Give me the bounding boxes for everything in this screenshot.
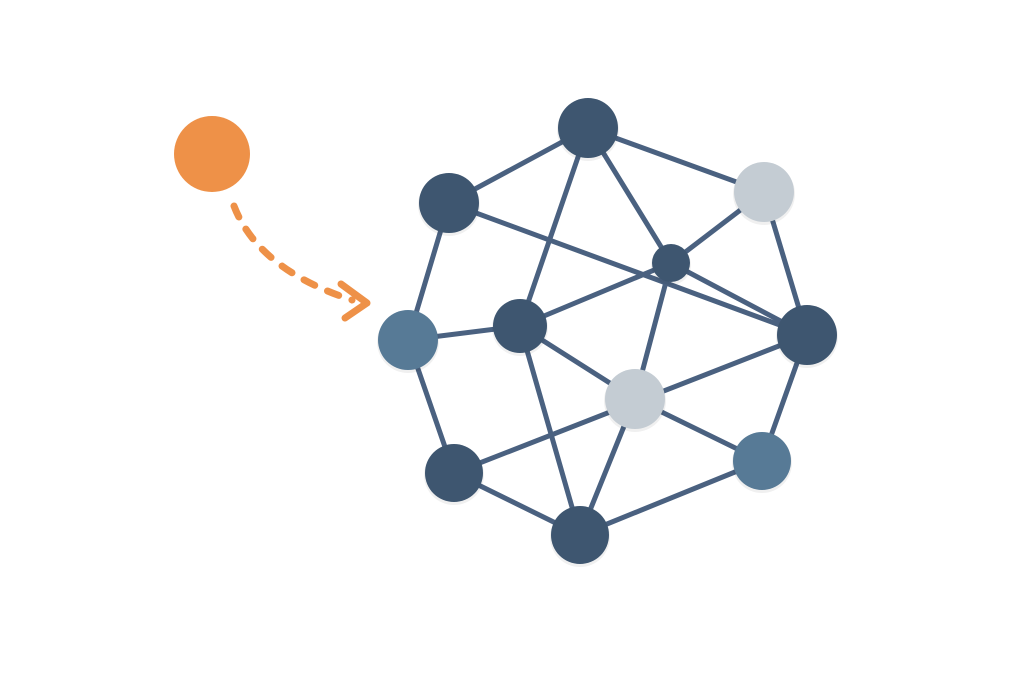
node-upper-left [418, 173, 480, 236]
incoming-arrow-dashed-path [230, 202, 356, 304]
edge-top-to-upper-right [585, 125, 767, 195]
node-circle [605, 369, 665, 429]
node-lower-right [732, 432, 792, 493]
node-center [651, 244, 691, 285]
node-left [377, 310, 439, 373]
node-inner-lower [604, 369, 666, 432]
node-inner-left [492, 299, 548, 356]
incoming-arrow-layer [230, 202, 371, 322]
edge-inner-left-to-bottom [517, 323, 583, 538]
node-circle [493, 299, 547, 353]
node-bottom [550, 506, 610, 567]
edge-center-to-inner-left [517, 260, 674, 329]
node-circle [652, 244, 690, 282]
node-circle [558, 98, 618, 158]
node-circle [777, 305, 837, 365]
incoming-node [174, 116, 250, 192]
nodes-layer [174, 98, 838, 567]
edge-top-to-inner-left [517, 125, 591, 329]
node-circle [419, 173, 479, 233]
edge-lower-right-to-bottom [577, 458, 765, 538]
node-lower-left [424, 444, 484, 505]
node-upper-right [733, 162, 795, 225]
node-circle [425, 444, 483, 502]
node-right [776, 305, 838, 368]
node-circle [378, 310, 438, 370]
edge-upper-left-to-right [446, 200, 810, 338]
node-top [557, 98, 619, 161]
node-circle [733, 432, 791, 490]
node-circle [734, 162, 794, 222]
node-circle [551, 506, 609, 564]
incoming-arrow-head [337, 280, 371, 322]
